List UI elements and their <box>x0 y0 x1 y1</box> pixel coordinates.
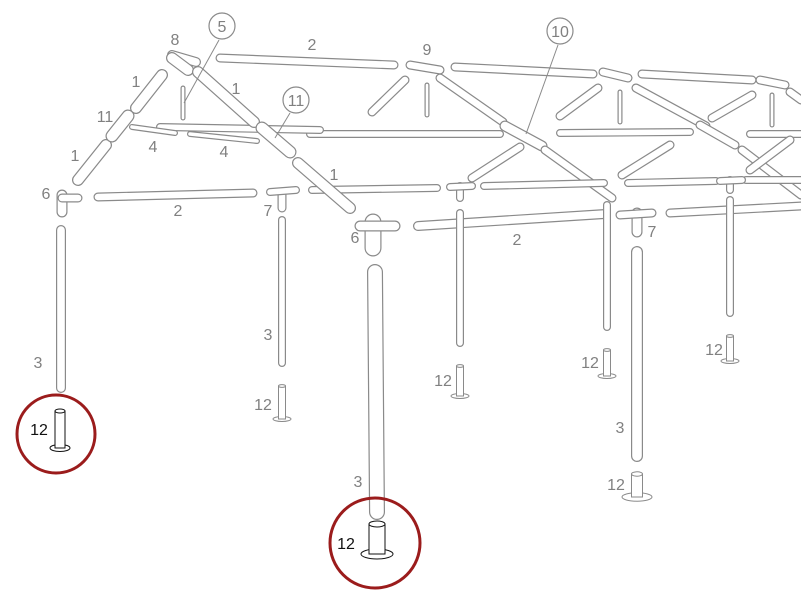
part-label: 3 <box>34 355 43 372</box>
connector-11 <box>255 121 297 159</box>
part-label: 3 <box>264 327 273 344</box>
callout-11: 11 <box>274 86 310 139</box>
highlight-ring-left-foot <box>15 393 97 475</box>
part-label: 9 <box>423 42 432 59</box>
ridge-pipe <box>156 123 324 134</box>
part-label: 7 <box>264 203 273 220</box>
connector-7 <box>615 208 657 220</box>
part-label: 12 <box>434 373 452 390</box>
part-label: 12 <box>607 477 625 494</box>
part-label: 4 <box>220 144 229 161</box>
rafter-pipe <box>707 90 757 123</box>
part-label: 2 <box>308 37 317 54</box>
part-label: 2 <box>513 232 522 249</box>
side-pipe-2 <box>215 53 399 70</box>
part-label: 12 <box>705 342 723 359</box>
rafter-pipe <box>555 83 603 121</box>
callout-label: 5 <box>218 19 227 36</box>
part-label: 1 <box>71 148 80 165</box>
highlighted-part-label: 12 <box>30 422 48 439</box>
part-label: 6 <box>42 186 51 203</box>
rafter-pipe <box>737 145 801 200</box>
part-label: 11 <box>97 109 114 126</box>
part-label: 1 <box>232 81 241 98</box>
highlighted-part-label: 12 <box>337 536 355 553</box>
part-label: 2 <box>174 203 183 220</box>
rafter-pipe-1 <box>292 157 356 214</box>
callout-label: 11 <box>288 93 305 110</box>
rafter-pipe <box>785 87 801 105</box>
ridge-pipe <box>556 128 694 137</box>
base-12 <box>450 364 470 400</box>
rafter-pipe <box>617 140 675 180</box>
highlight-ring-center-foot <box>328 496 422 590</box>
rafter-pipe <box>631 83 711 131</box>
rafter-pipe-1 <box>192 66 260 128</box>
rafter-pipe-1 <box>72 139 112 186</box>
callout-10: 10 <box>525 17 574 135</box>
connector-8 <box>166 52 194 76</box>
side-pipe-2 <box>413 209 610 231</box>
base-12 <box>272 384 292 423</box>
rafter-pipe <box>435 73 508 127</box>
frame-pipes <box>56 50 801 520</box>
side-pipe <box>624 177 720 187</box>
base-12 <box>621 471 653 502</box>
base-plates <box>49 334 740 560</box>
side-pipe <box>637 69 757 85</box>
part-label: 1 <box>330 167 339 184</box>
connector-9 <box>405 60 445 75</box>
rafter-pipe <box>367 75 410 117</box>
rafter-pipe-1 <box>130 69 168 114</box>
rafter-pipe <box>540 145 617 203</box>
connector <box>695 120 740 150</box>
side-pipe-2 <box>93 188 258 202</box>
part-label: 1 <box>132 74 141 91</box>
connector-11 <box>105 109 135 143</box>
part-label: 12 <box>254 397 272 414</box>
leg-pipe-3 <box>367 264 385 520</box>
brace-4 <box>187 131 260 144</box>
part-label: 3 <box>616 420 625 437</box>
rafter-pipe <box>467 142 525 183</box>
brace-4 <box>129 124 178 136</box>
part-label: 8 <box>171 32 180 49</box>
part-label: 4 <box>149 139 158 156</box>
connector-10 <box>499 120 548 152</box>
rafter-pipe <box>745 135 795 175</box>
part-label: 6 <box>351 230 360 247</box>
part-label: 12 <box>581 355 599 372</box>
connector <box>716 176 746 185</box>
side-pipe <box>665 201 801 218</box>
side-pipe <box>450 62 598 79</box>
highlighted-bases <box>49 408 394 560</box>
callout-5: 5 <box>183 12 236 104</box>
callout-label: 10 <box>551 24 569 41</box>
base-12 <box>597 348 617 380</box>
connector-7 <box>446 182 476 191</box>
part-label: 3 <box>354 474 363 491</box>
part-label: 7 <box>648 224 657 241</box>
connector-7 <box>266 186 300 196</box>
connector <box>755 75 790 90</box>
base-12 <box>720 334 740 365</box>
side-pipe <box>480 179 608 190</box>
connector <box>598 67 633 83</box>
